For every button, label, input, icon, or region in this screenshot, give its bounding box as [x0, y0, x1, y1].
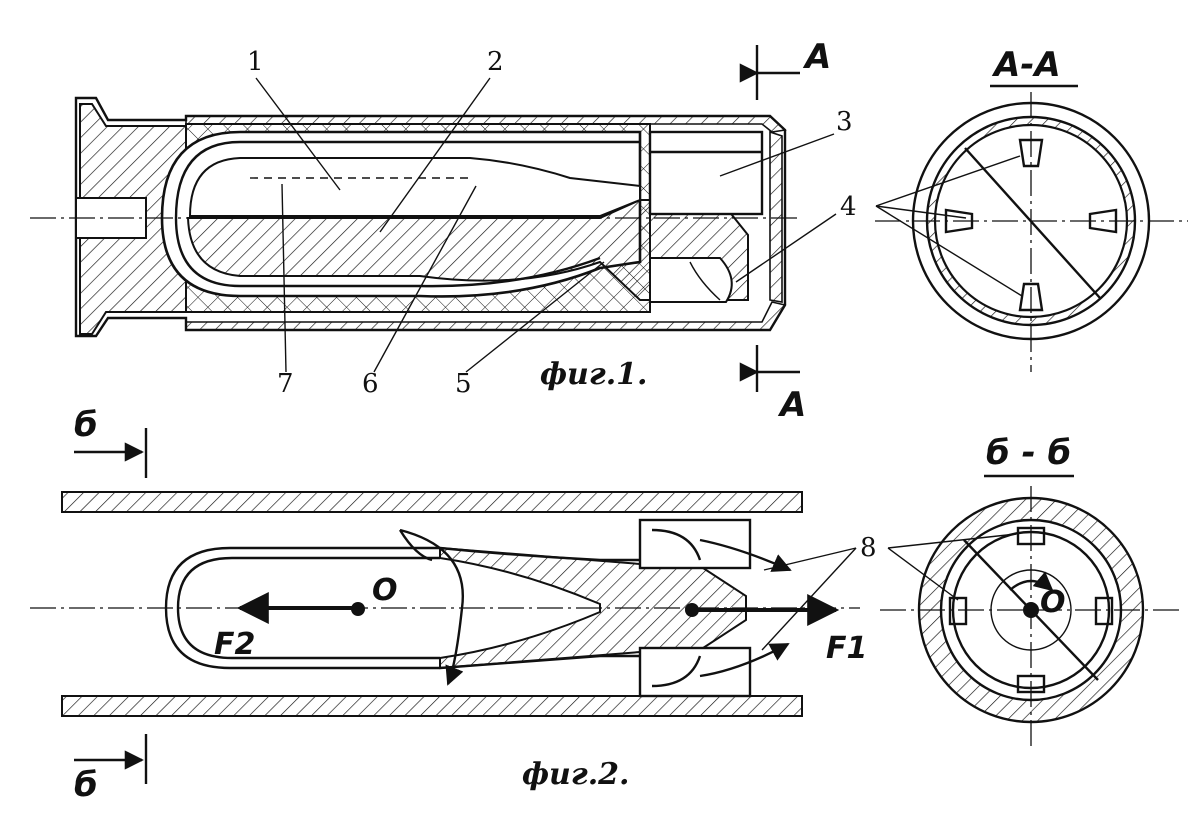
section-center-label: O: [1040, 585, 1066, 620]
port-top: [1018, 138, 1044, 168]
callout-8: 8: [860, 533, 877, 563]
rotation-arrow: [399, 528, 464, 686]
cut-mark-a: А А: [739, 37, 831, 425]
callout-5: 5: [455, 369, 472, 399]
cut-mark-b: б б: [74, 405, 148, 805]
projectile-stem: [439, 546, 747, 670]
section-b-b: б - б O 8: [860, 433, 1184, 746]
callout-4: 4: [840, 192, 857, 222]
projectile-core: [186, 199, 749, 301]
nozzle-block: [648, 130, 764, 216]
cut-mark-b-top: б: [74, 405, 98, 445]
figure-2: O F2 F1 б б фиг.2.: [30, 405, 867, 805]
callout-3: 3: [836, 107, 853, 137]
port-right: [1088, 208, 1118, 234]
callout-1: 1: [247, 47, 264, 77]
section-a-a-label: А-А: [991, 45, 1061, 85]
callout-2: 2: [487, 47, 504, 77]
figure-1: А А 1 2 3 4 5 6 7 фиг.1.: [30, 37, 857, 425]
barrel-wall-top: [61, 491, 803, 513]
section-a-a: А-А: [875, 45, 1188, 372]
nozzle-block-top: [638, 518, 752, 570]
callout-6: 6: [362, 369, 379, 399]
callouts-fig1: 1 2 3 4 5 6 7: [247, 47, 857, 399]
inner-cavity: [188, 157, 641, 217]
figure-2-caption: фиг.2.: [522, 757, 630, 792]
callout-7: 7: [277, 369, 294, 399]
force-f1-label: F1: [826, 631, 867, 666]
cut-mark-b-bottom: б: [74, 765, 98, 805]
force-f2-label: F2: [214, 627, 255, 662]
cut-mark-a-bottom: А: [777, 385, 806, 425]
center-mark: [351, 602, 365, 616]
figure-1-caption: фиг.1.: [540, 357, 648, 392]
center-label: O: [372, 573, 398, 608]
port-bottom: [1018, 282, 1044, 312]
case-wall-bottom: [185, 301, 787, 331]
nozzle-block-bottom: [638, 646, 752, 698]
cut-mark-a-top: А: [802, 37, 831, 77]
case-wall-front: [769, 130, 783, 303]
projectile-body-inner: [176, 556, 440, 660]
section-b-b-label: б - б: [986, 433, 1071, 473]
port-left: [944, 208, 974, 234]
barrel-wall-bottom: [61, 695, 803, 717]
